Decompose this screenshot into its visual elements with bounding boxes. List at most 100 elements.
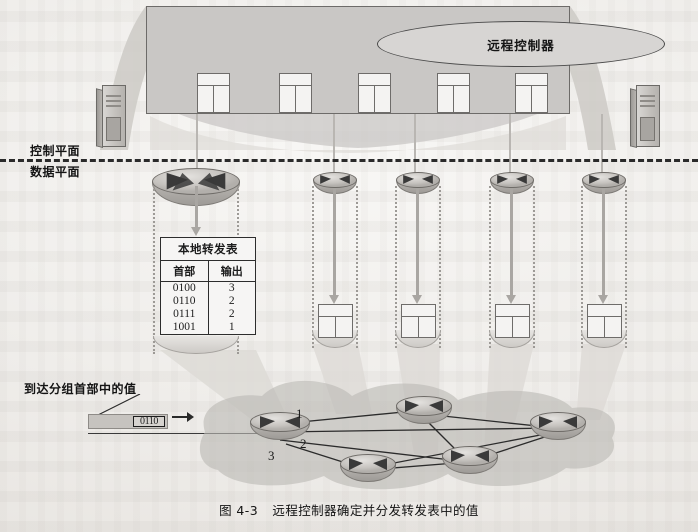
table-row: 0111 2 [161,308,255,321]
router-arrows-icon [451,450,489,463]
router-top [396,172,440,188]
server-vent [640,105,655,107]
controller-table-icon-5[interactable] [515,73,548,113]
control-link-4 [509,114,511,176]
table-icon-header [280,74,311,86]
table-icon-body [588,317,621,337]
cell-header: 0110 [161,295,209,308]
cell-header: 0100 [161,282,209,295]
controller-table-icon-1[interactable] [197,73,230,113]
cylinder-wall [581,186,583,348]
server-drive-bay [106,117,121,141]
control-plane-box: 远程控制器 [146,6,665,114]
router-arrows-icon [320,174,350,184]
arriving-packet[interactable]: 0110 [88,414,168,429]
router-arrows-icon [497,174,527,184]
control-link-2 [333,114,335,176]
forwarding-table-header-row: 首部 输出 [161,261,255,282]
installed-table-2[interactable] [318,304,353,338]
server-icon-right[interactable] [630,85,660,148]
router-top [396,396,452,417]
server-vent [106,95,121,97]
network-router-top[interactable] [396,396,452,424]
local-forwarding-table[interactable]: 本地转发表 首部 输出 0100 3 0110 2 0111 2 1001 1 [160,237,256,335]
cylinder-wall [489,186,491,348]
server-icon-left[interactable] [96,85,126,148]
figure-number: 图 4-3 [219,503,259,518]
installed-table-4[interactable] [495,304,530,338]
column-header-key: 首部 [161,261,209,281]
table-icon-body [198,86,229,112]
controller-table-icon-4[interactable] [437,73,470,113]
figure-caption-text: 远程控制器确定并分发转发表中的值 [272,503,479,518]
cylinder-wall [395,186,397,348]
table-icon-header [588,305,621,317]
controller-table-icon-3[interactable] [358,73,391,113]
control-plane-label: 控制平面 [30,144,81,158]
table-install-arrow-2 [329,188,339,304]
router-arrows-icon [403,174,433,184]
table-row: 0110 2 [161,295,255,308]
cylinder-wall [356,186,358,348]
table-icon-header [496,305,529,317]
cylinder-wall [625,186,627,348]
router-icon-2[interactable] [313,172,357,194]
cell-output: 2 [228,295,235,307]
network-router-bottom-right[interactable] [442,446,498,474]
server-vent [640,100,655,102]
router-arrows-icon [405,400,443,413]
router-top [490,172,534,188]
router-top [442,446,498,467]
table-icon-header [198,74,229,86]
table-icon-body [438,86,469,112]
remote-controller-ellipse[interactable]: 远程控制器 [377,21,665,67]
control-link-3 [414,114,416,176]
server-drive-bay [640,117,655,141]
router-top [340,454,396,475]
installed-table-5[interactable] [587,304,622,338]
table-icon-header [516,74,547,86]
cell-output: 1 [228,321,235,333]
router-icon-3[interactable] [396,172,440,194]
table-icon-body [516,86,547,112]
table-icon-body [280,86,311,112]
server-vent [106,100,121,102]
port-label-3: 3 [268,448,275,463]
router-arrows-icon [589,174,619,184]
router-arrows-icon [349,458,387,471]
table-icon-body [319,317,352,337]
column-header-output: 输出 [220,265,243,278]
cylinder-wall [439,186,441,348]
cylinder-wall [153,186,155,354]
controller-table-icon-2[interactable] [279,73,312,113]
table-icon-body [359,86,390,112]
cylinder-base [153,336,239,354]
forwarding-table-title: 本地转发表 [161,238,255,261]
plane-divider [0,159,698,162]
port-label-2: 2 [300,436,307,451]
network-router-ingress[interactable] [250,412,310,440]
table-icon-header [438,74,469,86]
table-icon-body [402,317,435,337]
packet-direction-arrow [172,412,194,422]
cell-header: 0111 [161,308,209,321]
installed-table-3[interactable] [401,304,436,338]
router-top [582,172,626,188]
packet-leader-line [97,394,141,416]
ingress-link-line [88,433,270,434]
remote-controller-label: 远程控制器 [487,37,555,53]
table-icon-header [319,305,352,317]
network-router-right[interactable] [530,412,586,440]
packet-header-value: 0110 [133,416,165,427]
port-label-1: 1 [296,406,303,421]
cell-output: 2 [228,308,235,320]
packet-annotation-label: 到达分组首部中的值 [24,382,137,396]
router-top [313,172,357,188]
router-icon-5[interactable] [582,172,626,194]
network-router-bottom-left[interactable] [340,454,396,482]
cylinder-wall [312,186,314,348]
control-link-5 [601,114,603,176]
router-arrows-icon [260,416,300,429]
table-icon-header [402,305,435,317]
